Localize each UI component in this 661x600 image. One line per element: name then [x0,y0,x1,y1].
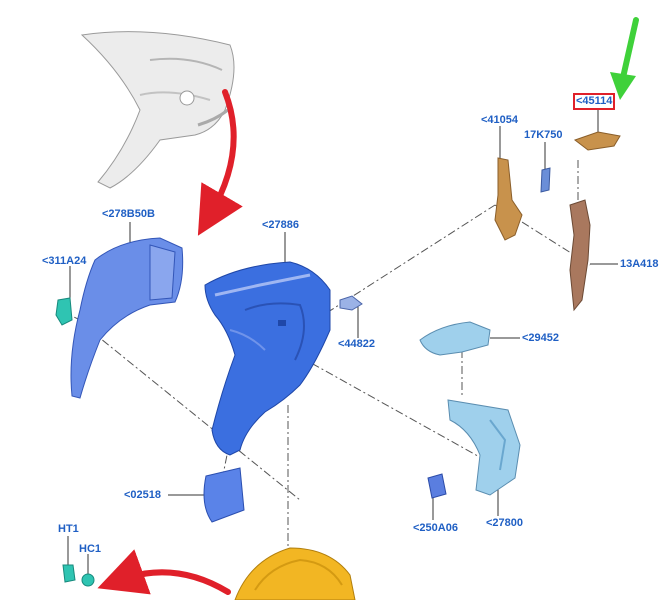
callout-13a418[interactable]: 13A418 [620,258,659,270]
callout-278b50b[interactable]: <278B50B [102,208,155,220]
callout-311a24[interactable]: <311A24 [42,255,87,267]
callout-ht1[interactable]: HT1 [58,523,79,535]
green-arrow [610,17,639,100]
callout-44822[interactable]: <44822 [338,338,376,350]
part-250a06 [427,473,447,499]
callout-hc1[interactable]: HC1 [79,543,102,555]
part-278b50b [70,237,184,399]
red-arrow-top [197,89,243,236]
callout-17k750[interactable]: 17K750 [524,129,563,141]
part-hc1 [81,573,95,587]
part-27886 [204,261,331,456]
callout-27886[interactable]: <27886 [262,219,300,231]
callout-29452[interactable]: <29452 [522,332,560,344]
callout-02518[interactable]: <02518 [124,489,162,501]
part-wheel-liner [234,547,356,600]
red-arrow-bottom [97,549,231,595]
part-27800 [447,399,521,496]
callout-27800[interactable]: <27800 [486,517,524,529]
part-13a418 [569,199,591,312]
part-311a24 [55,297,73,326]
leader-lines [67,108,618,574]
part-ht1 [62,564,76,583]
quarter-panel-reference [80,31,235,189]
part-45114 [573,131,621,151]
part-02518 [203,467,245,523]
callout-41054[interactable]: <41054 [481,114,519,126]
callout-250a06[interactable]: <250A06 [413,522,458,534]
part-17k750 [540,167,551,193]
callout-45114[interactable]: <45114 [572,93,616,110]
part-44822 [339,295,363,311]
part-41054 [494,157,523,241]
part-29452 [419,321,491,356]
